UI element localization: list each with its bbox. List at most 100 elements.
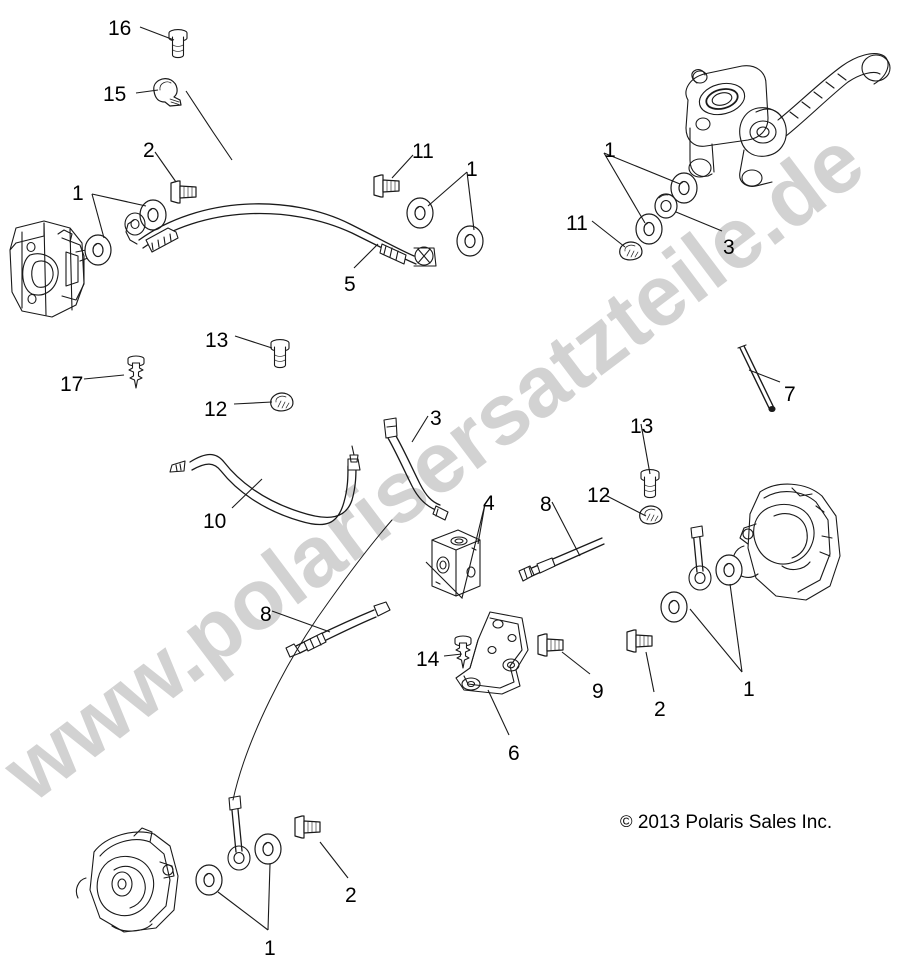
leader-13-l <box>234 335 273 349</box>
leader-4-b <box>425 503 486 600</box>
callout-7: 7 <box>784 383 796 406</box>
leader-6 <box>487 689 510 736</box>
callout-13-left: 13 <box>205 329 229 352</box>
leader-11-tm <box>391 154 414 179</box>
callout-1-top-right: 1 <box>604 139 616 162</box>
leader-13-r <box>640 423 651 475</box>
long-brake-line-rear <box>232 519 393 801</box>
callout-11-top-right: 11 <box>566 212 588 235</box>
callout-8-left: 8 <box>260 603 272 626</box>
clip-17 <box>127 355 145 389</box>
caliper-front-left <box>9 220 89 318</box>
valve-block-4 <box>431 529 481 597</box>
caliper-front-bottom-left <box>75 827 179 933</box>
pin-7 <box>737 344 776 413</box>
bolt-2-front-left <box>170 180 197 204</box>
washer-1-mid-a <box>406 197 434 229</box>
callout-leader-lines <box>83 26 781 931</box>
bleeder-screw-16 <box>168 29 188 59</box>
callout-14: 14 <box>416 648 440 671</box>
leader-2-bl <box>319 841 349 879</box>
brake-components-linework <box>9 29 891 933</box>
callout-16: 16 <box>108 17 132 40</box>
washer-1-rr-b <box>660 591 688 623</box>
caliper-rear-right <box>732 483 841 601</box>
leader-1-tr-b <box>603 152 646 224</box>
washer-1-rr-a <box>715 554 743 586</box>
leader-3-tr <box>675 211 723 232</box>
washer-1-caliper-fl <box>84 234 112 266</box>
copyright-symbol: © <box>620 812 633 831</box>
leader-15 <box>135 89 159 94</box>
callout-1-bottom-left: 1 <box>264 937 276 960</box>
callout-4: 4 <box>483 492 495 515</box>
bolt-9 <box>537 633 564 657</box>
leader-1-bl-a <box>217 891 269 931</box>
leader-9 <box>561 651 591 675</box>
leader-1-bl-b <box>267 863 271 931</box>
leader-1-br-a <box>689 608 743 673</box>
bracket-6 <box>455 611 529 695</box>
callout-3-top-right: 3 <box>723 236 735 259</box>
washer-1-mc-lower <box>635 213 663 245</box>
callout-10: 10 <box>203 510 227 533</box>
brake-line-8-mid <box>518 537 605 582</box>
leader-8-m <box>551 501 581 557</box>
leader-2-tl <box>154 151 177 183</box>
leader-1-tl-b <box>91 193 147 207</box>
hose-clamp-15 <box>153 78 182 107</box>
washer-3-mc <box>654 193 678 219</box>
callout-17: 17 <box>60 373 84 396</box>
copyright-text: 2013 Polaris Sales Inc. <box>637 812 833 833</box>
fitting-12-left <box>270 392 294 412</box>
leader-5 <box>353 243 379 269</box>
callout-11-top-mid: 11 <box>412 140 434 163</box>
callout-15: 15 <box>103 83 127 106</box>
leader-14 <box>443 653 463 657</box>
leader-8-l <box>271 610 331 633</box>
banjo-fitting-rr <box>688 525 712 591</box>
leader-7 <box>748 369 781 383</box>
callout-3-mid: 3 <box>430 407 442 430</box>
callout-12-right: 12 <box>587 484 611 507</box>
callout-2-bottom-left: 2 <box>345 884 357 907</box>
callout-2-bottom-right: 2 <box>654 698 666 721</box>
leader-2-br <box>645 651 655 693</box>
leader-16 <box>139 26 175 41</box>
watermark-text: www.polarisersatzteile.de <box>0 112 881 820</box>
clip-14 <box>454 635 472 669</box>
leader-15-to-line <box>185 90 233 161</box>
callout-13-right: 13 <box>630 415 654 438</box>
callout-1-top-mid: 1 <box>466 158 478 181</box>
brake-line-3-mid <box>383 417 449 521</box>
leader-1-tm-b <box>466 171 475 231</box>
leader-1-tm-a <box>427 171 468 207</box>
leader-17 <box>83 374 125 380</box>
leader-11-tr <box>591 220 626 248</box>
brake-line-10 <box>169 445 361 526</box>
bolt-11-front <box>373 174 400 198</box>
bolt-2-rear-right <box>626 629 653 653</box>
brake-line-5-front <box>124 203 437 267</box>
callout-9: 9 <box>592 680 604 703</box>
leader-1-tl-a <box>91 193 105 239</box>
callout-5: 5 <box>344 273 356 296</box>
washer-1-mid-b <box>456 225 484 257</box>
callout-1-top-left: 1 <box>72 182 84 205</box>
copyright-notice: © 2013 Polaris Sales Inc. <box>620 812 832 834</box>
master-cylinder-assembly <box>685 53 891 187</box>
svg-text:www.polarisersatzteile.de: www.polarisersatzteile.de <box>0 112 881 820</box>
leader-1-tr-a <box>603 152 681 185</box>
bolt-2-bottom-left <box>294 815 321 839</box>
washer-1-bl-a <box>254 833 282 865</box>
brake-line-8-lower <box>285 601 391 658</box>
callout-2-top-left: 2 <box>143 139 155 162</box>
leader-10 <box>231 478 263 509</box>
callout-1-bottom-right: 1 <box>743 678 755 701</box>
washer-1-bl-b <box>195 864 223 896</box>
banjo-fitting-bl <box>227 795 251 871</box>
callout-8-mid: 8 <box>540 493 552 516</box>
bleeder-13-left <box>270 339 290 369</box>
